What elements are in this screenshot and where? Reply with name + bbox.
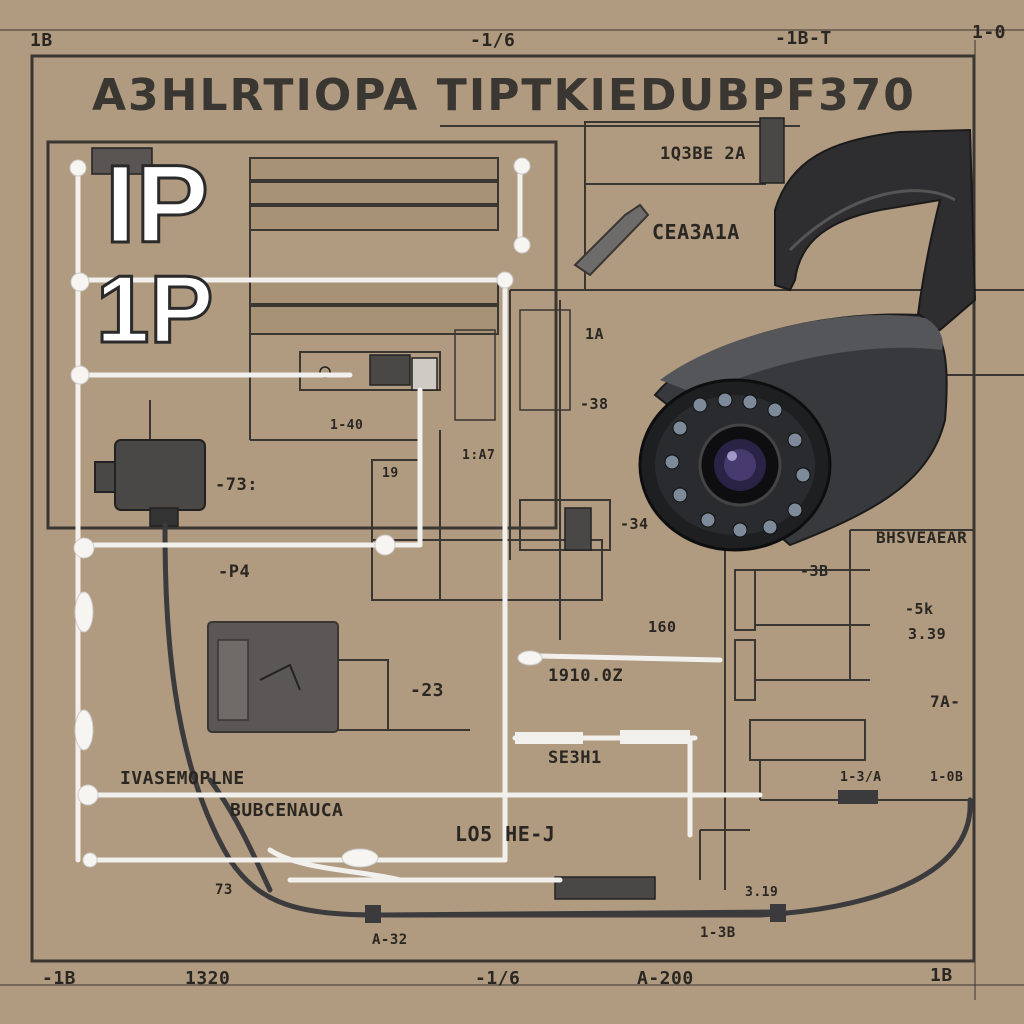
camera-description-label: CEA3A1A	[652, 220, 740, 244]
value-label: 1-3B	[700, 925, 736, 941]
top-label: 1B	[30, 30, 53, 51]
callout-label: -P4	[218, 562, 251, 582]
main-panel	[46, 140, 558, 530]
callout-label: -34	[620, 515, 649, 533]
ip-label-top: IP	[104, 143, 211, 266]
value-label: SE3H1	[548, 748, 602, 768]
callout-label: 7A-	[930, 692, 961, 711]
callout-label: -38	[580, 395, 609, 413]
right-tag-label: BHSVEAEAR	[876, 528, 968, 547]
mount-bracket-icon	[573, 203, 650, 277]
value-label: 1-3/A	[840, 770, 882, 785]
top-plug	[91, 147, 153, 175]
value-label: 1-0B	[930, 770, 964, 785]
callout-label: 1A	[585, 325, 605, 343]
relay-icon	[564, 507, 592, 551]
top-label: -1/6	[470, 30, 516, 51]
connector-box	[299, 351, 441, 391]
bottom-label: A-200	[637, 968, 694, 989]
monitor-icon	[207, 621, 339, 733]
module-label: 1:A7	[462, 448, 496, 463]
ip-label-bottom: 1P	[94, 256, 214, 363]
top-label: -1B-T	[775, 28, 832, 49]
switch-icon	[319, 354, 438, 391]
bottom-label: 1B	[930, 965, 953, 986]
callout-label: 3.39	[908, 625, 947, 643]
callout-label: -3B	[800, 562, 829, 580]
outer-frame	[30, 54, 976, 963]
value-label: 3.19	[745, 885, 779, 900]
diagram-title: A3HLRTIOPA TIPTKIEDUBPF370	[92, 70, 916, 121]
long-label: IVASEMOPLNE	[120, 768, 245, 789]
spec-box-label: 1Q3BE 2A	[660, 144, 746, 164]
module-label: 1-40	[330, 418, 364, 433]
callout-label: 19	[382, 466, 399, 481]
connector-icon	[94, 439, 206, 527]
callout-label: -73:	[215, 475, 258, 495]
value-label: 1910.0Z	[548, 666, 624, 686]
ip-camera-icon	[638, 128, 977, 552]
bottom-label: 1320	[185, 968, 231, 989]
rack-unit	[249, 157, 499, 335]
top-label: 1-0	[972, 22, 1007, 43]
callout-label: -5k	[905, 600, 934, 618]
callout-label: -23	[410, 680, 445, 701]
value-label: LO5 HE-J	[455, 822, 556, 846]
callout-label: 73	[215, 882, 233, 898]
long-label: BUBCENAUCA	[230, 800, 344, 821]
value-label: A-32	[372, 932, 408, 948]
bottom-label: -1B	[42, 968, 77, 989]
bottom-label: -1/6	[475, 968, 521, 989]
callout-label: 160	[648, 618, 677, 636]
